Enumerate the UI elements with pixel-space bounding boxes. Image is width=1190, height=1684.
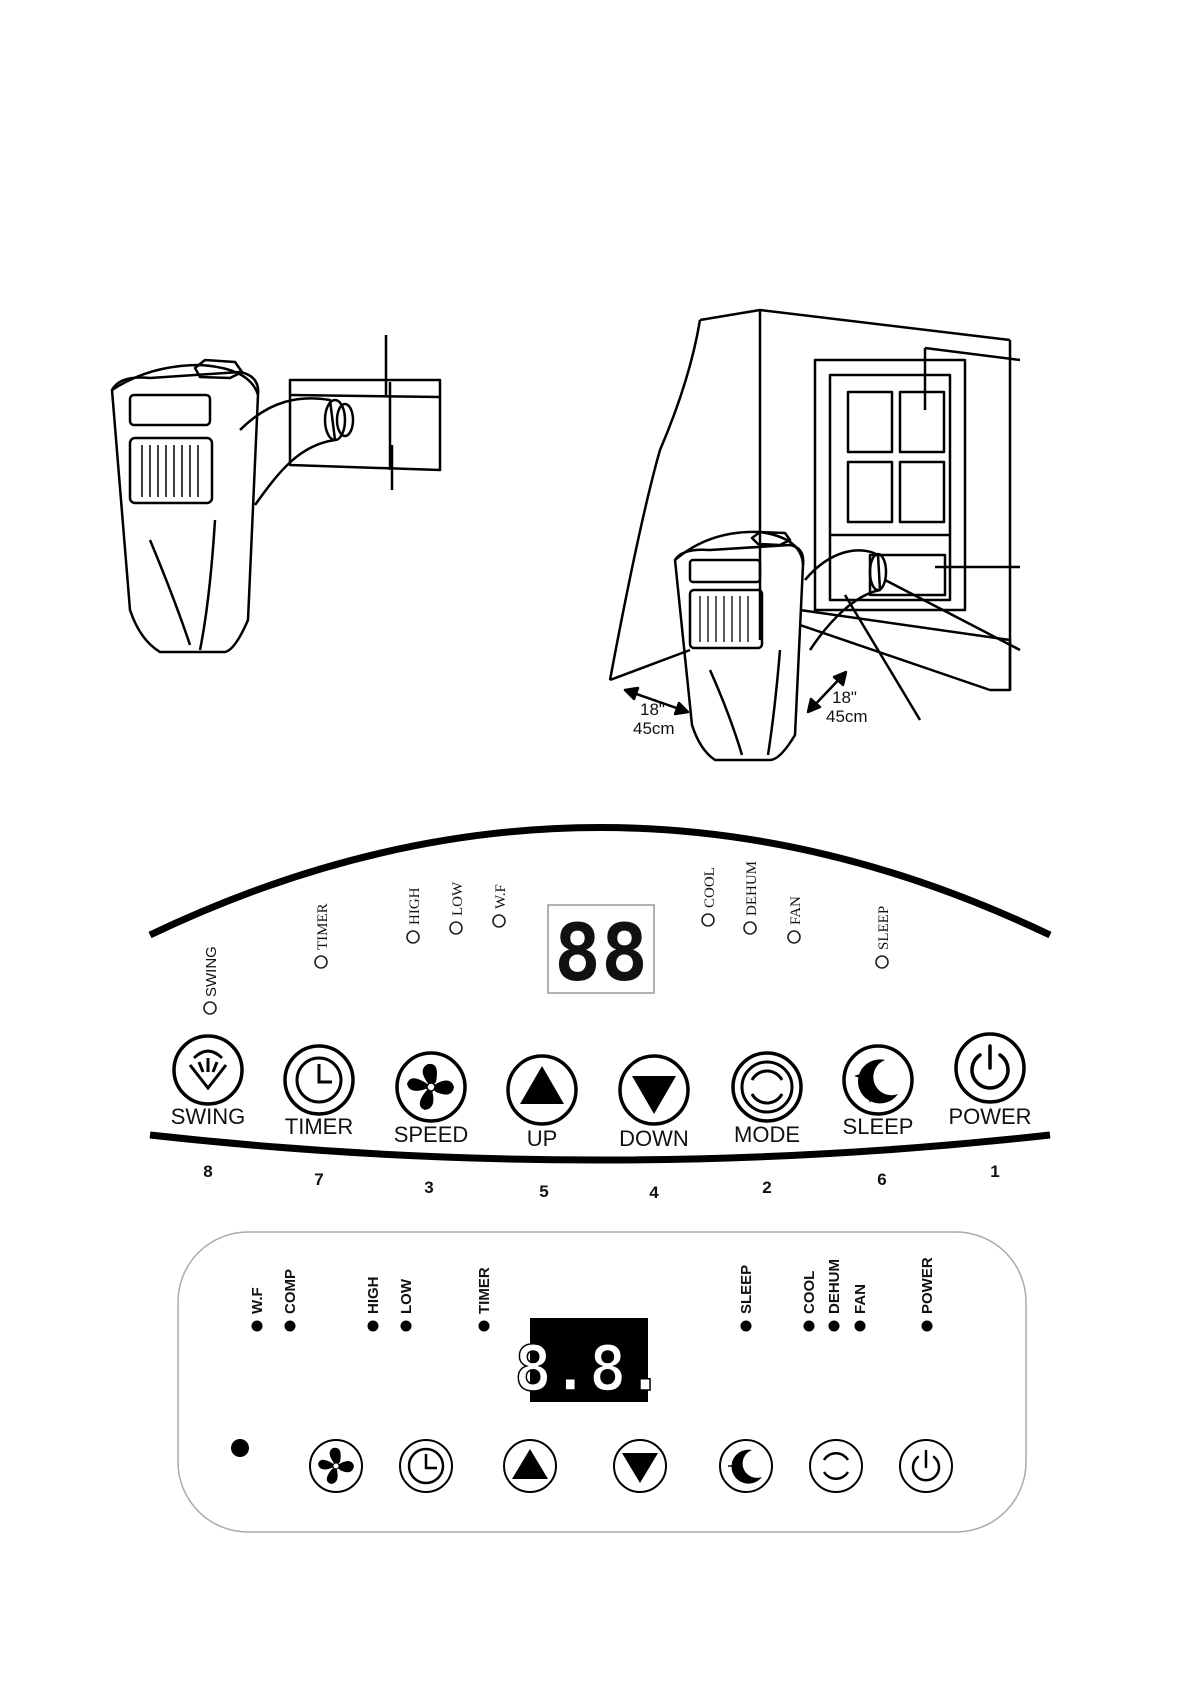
up-button-label: UP bbox=[527, 1126, 558, 1151]
mode-button[interactable] bbox=[733, 1053, 801, 1121]
ac-unit-illustration-left bbox=[112, 335, 440, 652]
timer-led bbox=[479, 1321, 490, 1332]
sleep-callout-number: 6 bbox=[877, 1170, 886, 1189]
low-indicator-label: LOW bbox=[450, 881, 466, 916]
ac-body bbox=[112, 372, 258, 652]
wf-indicator-label: W.F bbox=[249, 1287, 266, 1314]
dehum-indicator-label: DEHUM bbox=[744, 861, 760, 916]
timer-button-label: TIMER bbox=[285, 1114, 353, 1139]
clearance-left-inches: 18" bbox=[640, 700, 665, 719]
timer-led bbox=[315, 956, 327, 968]
sleep-button[interactable] bbox=[844, 1046, 912, 1114]
swing-button[interactable] bbox=[174, 1036, 242, 1104]
wf-led bbox=[252, 1321, 263, 1332]
high-led bbox=[407, 931, 419, 943]
sleep-button[interactable] bbox=[720, 1440, 772, 1492]
clearance-right-inches: 18" bbox=[832, 688, 857, 707]
sleep-indicator-label: SLEEP bbox=[876, 906, 892, 950]
window-slider-kit bbox=[290, 380, 440, 470]
sleep-indicator-label: SLEEP bbox=[738, 1265, 755, 1314]
mode-callout-number: 2 bbox=[762, 1178, 771, 1197]
speed-button[interactable] bbox=[310, 1440, 362, 1492]
window-frame bbox=[815, 360, 965, 610]
panel1-display-digits: 88 bbox=[554, 909, 648, 999]
comp-led bbox=[285, 1321, 296, 1332]
dehum-indicator-label: DEHUM bbox=[826, 1259, 843, 1314]
swing-button-label: SWING bbox=[171, 1104, 246, 1129]
high-indicator-label: HIGH bbox=[365, 1277, 382, 1315]
control-panel-1: 88 SWING TIMER HIGH LOW W.F COOL DEHUM F… bbox=[150, 828, 1050, 1203]
power-led bbox=[922, 1321, 933, 1332]
down-button[interactable] bbox=[620, 1056, 688, 1124]
speed-button-label: SPEED bbox=[394, 1122, 469, 1147]
fan-led bbox=[788, 931, 800, 943]
dehum-led bbox=[744, 922, 756, 934]
fan-led bbox=[855, 1321, 866, 1332]
mode-button[interactable] bbox=[810, 1440, 862, 1492]
clearance-right-cm: 45cm bbox=[826, 707, 868, 726]
sleep-led bbox=[741, 1321, 752, 1332]
down-button-label: DOWN bbox=[619, 1126, 689, 1151]
wf-led bbox=[493, 915, 505, 927]
cool-indicator-label: COOL bbox=[702, 867, 718, 908]
timer-indicator-label: TIMER bbox=[315, 903, 331, 950]
high-led bbox=[368, 1321, 379, 1332]
up-callout-number: 5 bbox=[539, 1182, 548, 1201]
up-button[interactable] bbox=[504, 1440, 556, 1492]
down-button[interactable] bbox=[614, 1440, 666, 1492]
comp-indicator-label: COMP bbox=[282, 1269, 299, 1314]
clearance-left-cm: 45cm bbox=[633, 719, 675, 738]
down-callout-number: 4 bbox=[649, 1183, 659, 1202]
timer-button[interactable] bbox=[285, 1046, 353, 1114]
fan-indicator-label: FAN bbox=[852, 1284, 869, 1314]
swing-led bbox=[204, 1002, 216, 1014]
speed-callout-number: 3 bbox=[424, 1178, 433, 1197]
panel1-indicators bbox=[204, 914, 888, 1014]
timer-callout-number: 7 bbox=[314, 1170, 323, 1189]
control-panel-2: 8.8. W.F COMP HIGH LOW TIMER SLEEP COOL … bbox=[178, 1232, 1026, 1532]
low-led bbox=[401, 1321, 412, 1332]
remote-sensor-dot bbox=[231, 1439, 249, 1457]
power-button-label: POWER bbox=[948, 1104, 1031, 1129]
low-indicator-label: LOW bbox=[398, 1278, 415, 1314]
mode-button-label: MODE bbox=[734, 1122, 800, 1147]
power-callout-number: 1 bbox=[990, 1162, 999, 1181]
dehum-led bbox=[829, 1321, 840, 1332]
high-indicator-label: HIGH bbox=[407, 887, 423, 925]
swing-indicator-label: SWING bbox=[203, 946, 220, 997]
wall-edge bbox=[610, 320, 700, 680]
ac-window-installation-illustration bbox=[610, 310, 1020, 760]
window-panes bbox=[848, 392, 944, 522]
cool-led bbox=[702, 914, 714, 926]
power-button[interactable] bbox=[900, 1440, 952, 1492]
speed-button[interactable] bbox=[397, 1053, 465, 1121]
timer-indicator-label: TIMER bbox=[476, 1267, 493, 1314]
sleep-led bbox=[876, 956, 888, 968]
timer-button[interactable] bbox=[400, 1440, 452, 1492]
fan-indicator-label: FAN bbox=[788, 896, 804, 925]
sleep-button-label: SLEEP bbox=[843, 1114, 914, 1139]
swing-callout-number: 8 bbox=[203, 1162, 212, 1181]
power-indicator-label: POWER bbox=[919, 1257, 936, 1314]
up-button[interactable] bbox=[508, 1056, 576, 1124]
low-led bbox=[450, 922, 462, 934]
power-button[interactable] bbox=[956, 1034, 1024, 1102]
panel2-display-digits: 8.8. bbox=[514, 1332, 663, 1405]
wf-indicator-label: W.F bbox=[493, 884, 509, 909]
cool-led bbox=[804, 1321, 815, 1332]
cool-indicator-label: COOL bbox=[801, 1271, 818, 1314]
